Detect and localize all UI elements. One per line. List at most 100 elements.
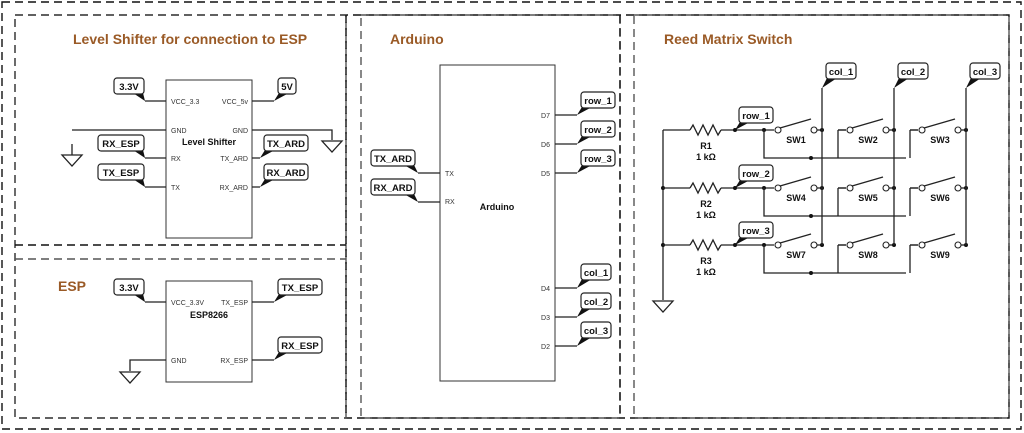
ground-symbol-icon	[60, 144, 84, 167]
ground-symbol-icon	[651, 300, 675, 313]
switch-contact	[846, 126, 854, 134]
tag-pointer	[404, 165, 418, 173]
resistor-value: 1 kΩ	[696, 267, 716, 277]
net-label-tag: col_3	[966, 62, 1001, 88]
switch-contact	[918, 241, 926, 249]
switch-contact	[954, 126, 962, 134]
arduino-chip	[439, 64, 556, 382]
tag-pointer	[577, 165, 592, 173]
reed-title: Reed Matrix Switch	[664, 31, 792, 47]
ground-symbol-icon	[118, 371, 142, 384]
tag-text: col_1	[829, 67, 854, 78]
pin-label: VCC_3.3	[171, 99, 200, 106]
tag-box	[897, 62, 929, 80]
tag-pointer	[133, 93, 145, 101]
tag-text: row_2	[742, 169, 769, 180]
net-label-tag: 3.3V	[113, 77, 145, 101]
reed-switch-icon	[923, 176, 956, 187]
switch-label: SW2	[858, 135, 878, 145]
pin-label: RX_ARD	[220, 185, 248, 192]
tag-box	[370, 149, 416, 167]
switch-label: SW7	[786, 250, 806, 260]
tag-pointer	[822, 78, 837, 88]
pin-label: GND	[232, 128, 248, 135]
net-label-tag: row_1	[735, 106, 774, 130]
resistor-value: 1 kΩ	[696, 210, 716, 220]
tag-text: col_3	[973, 67, 997, 78]
resistor-name: R3	[700, 256, 712, 266]
tag-text: col_2	[584, 297, 608, 308]
reed-switch-icon	[779, 233, 812, 244]
tag-pointer	[577, 308, 592, 317]
switch-contact	[954, 184, 962, 192]
tag-text: 5V	[281, 82, 293, 93]
tag-text: row_1	[584, 96, 612, 107]
net-label-tag: RX_ESP	[274, 336, 323, 360]
wire	[763, 188, 906, 217]
wire	[837, 187, 846, 216]
pin-label: VCC_3.3V	[171, 300, 204, 307]
net-label-tag: TX_ARD	[370, 149, 418, 173]
tag-text: RX_ESP	[281, 341, 319, 352]
net-label-tag: row_1	[577, 91, 616, 115]
switch-contact	[954, 241, 962, 249]
net-label-tag: RX_ESP	[97, 134, 145, 158]
level-shifter-label: Level Shifter	[182, 137, 237, 147]
net-label-tag: col_2	[577, 292, 612, 317]
tag-text: row_2	[584, 125, 611, 136]
reed-switch-icon	[851, 233, 884, 244]
net-label-tag: 3.3V	[113, 278, 145, 302]
tag-pointer	[133, 150, 145, 158]
tag-pointer	[404, 194, 418, 202]
tag-text: row_1	[742, 111, 770, 122]
wire	[763, 130, 906, 159]
tag-pointer	[577, 337, 592, 346]
tag-box	[969, 62, 1001, 80]
tag-pointer	[274, 294, 289, 302]
resistor-icon	[689, 123, 722, 137]
tag-text: 3.3V	[119, 82, 139, 93]
tag-text: 3.3V	[119, 283, 139, 294]
junction-dot	[809, 156, 813, 160]
tag-pointer	[894, 78, 909, 88]
resistor-name: R2	[700, 199, 712, 209]
net-label-tag: col_2	[894, 62, 929, 88]
reed-switch-icon	[779, 118, 812, 129]
switch-contact	[846, 241, 854, 249]
reed-switch-icon	[779, 176, 812, 187]
tag-text: col_1	[584, 268, 609, 279]
tag-text: row_3	[742, 226, 769, 237]
pin-label: GND	[171, 358, 187, 365]
switch-contact	[810, 126, 818, 134]
level-shifter-title: Level Shifter for connection to ESP	[73, 31, 307, 47]
reed-switch-icon	[923, 118, 956, 129]
arduino-wires	[418, 114, 577, 347]
tag-box	[738, 221, 774, 239]
tag-pointer	[260, 179, 275, 187]
wire	[837, 244, 846, 273]
pin-label: D6	[541, 142, 550, 149]
pin-label: TX_ARD	[220, 156, 248, 163]
tag-text: RX_ARD	[373, 183, 412, 194]
tag-box	[113, 278, 145, 296]
tag-box	[580, 292, 612, 310]
wire	[909, 244, 918, 273]
tag-text: row_3	[584, 154, 611, 165]
tag-box	[277, 77, 297, 95]
net-label-tag: row_2	[577, 120, 616, 144]
tag-box	[580, 91, 616, 109]
switch-contact	[810, 241, 818, 249]
net-label-tag: TX_ESP	[97, 163, 145, 187]
tag-text: TX_ARD	[374, 154, 412, 165]
tag-pointer	[966, 78, 981, 88]
switch-contact	[882, 126, 890, 134]
tag-text: TX_ESP	[282, 283, 319, 294]
resistor-icon	[689, 181, 722, 195]
tag-box	[263, 163, 309, 181]
pin-label: RX	[445, 199, 455, 206]
tag-box	[97, 134, 145, 152]
wire	[909, 129, 918, 158]
net-label-tag: TX_ESP	[274, 278, 323, 302]
switch-label: SW5	[858, 193, 878, 203]
